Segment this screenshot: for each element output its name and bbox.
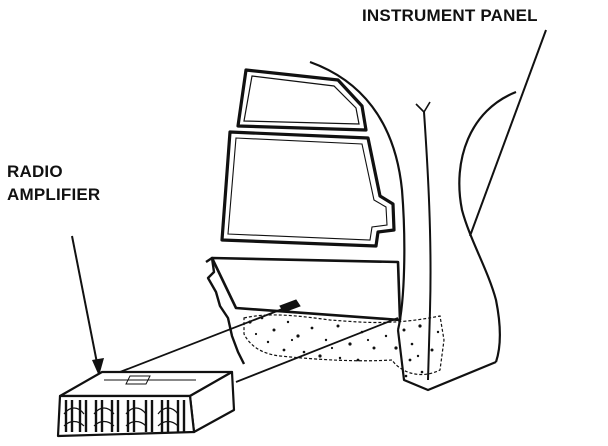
panel-base — [396, 329, 497, 392]
radio-amplifier-arrowhead — [92, 358, 104, 376]
middle-window-outline — [220, 130, 396, 248]
upper-window-outline — [236, 68, 368, 132]
lower-panel-face — [210, 256, 402, 322]
support-column-branch — [415, 101, 431, 113]
speckle-texture — [248, 316, 440, 378]
radio-amplifier-label-line2: AMPLIFIER — [7, 185, 101, 204]
harness-line-upper — [119, 305, 291, 373]
harness-line-lower — [235, 317, 399, 383]
radio-amplifier-unit — [56, 370, 236, 438]
lower-panel-left-edge — [205, 256, 246, 365]
radio-amplifier-label-line1: RADIO — [7, 162, 63, 181]
instrument-panel-label: INSTRUMENT PANEL — [362, 6, 538, 25]
instrument-panel-leader — [469, 29, 547, 237]
radio-amplifier-leader — [71, 235, 99, 369]
panel-right-bulge — [458, 90, 517, 363]
speckle-outline — [243, 314, 445, 375]
upper-window-inner — [243, 75, 360, 125]
harness-connector — [279, 299, 301, 313]
panel-outer-arc — [309, 60, 406, 331]
support-column-left — [423, 111, 432, 381]
middle-window-inner — [227, 137, 388, 241]
